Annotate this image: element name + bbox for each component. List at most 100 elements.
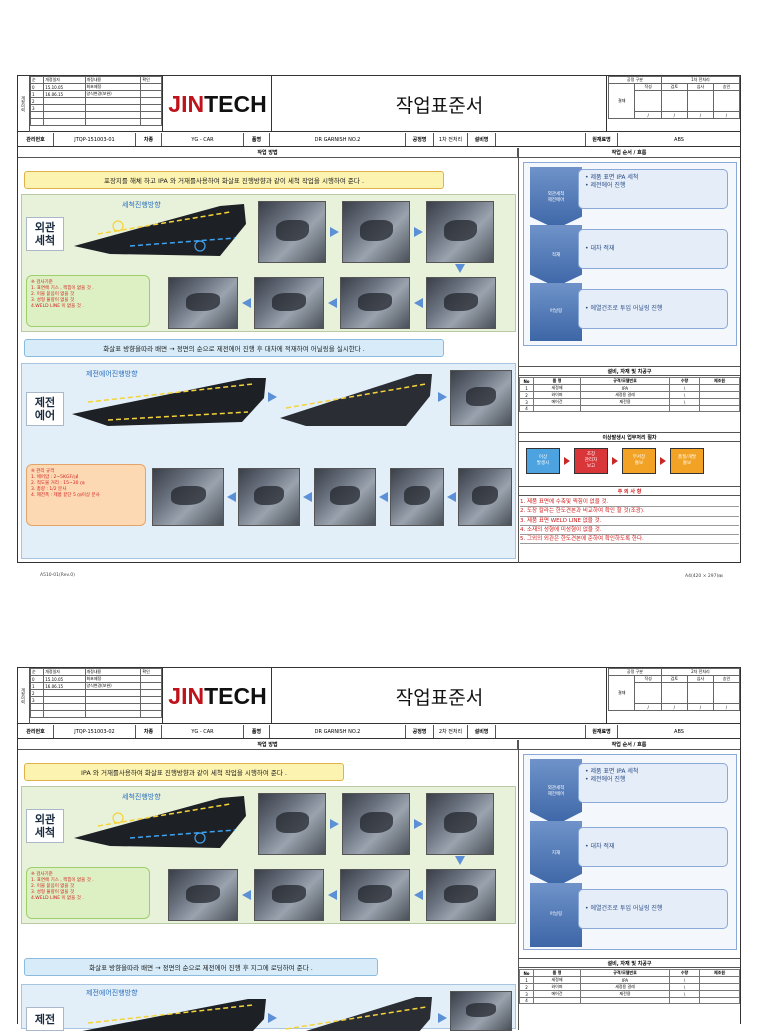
mgmt-value: JTQP-151003-02 xyxy=(54,725,136,738)
rev-cell: 양식변경(보완) xyxy=(84,90,142,98)
item-label: 품명 xyxy=(244,133,270,146)
proc-value: 1차 전처리 xyxy=(434,133,468,146)
arrow-left-icon xyxy=(379,492,388,502)
approval-col: 심사 xyxy=(686,83,714,91)
equip-col: 수량 xyxy=(669,969,700,977)
signature-cell[interactable] xyxy=(712,90,741,112)
proc-label: 공정명 xyxy=(406,725,434,738)
order-header: 작업 순서 / 흐름 xyxy=(518,148,740,158)
static-air-panel: 제전 제전에어진행방향 xyxy=(21,984,516,1031)
material-value: ABS xyxy=(674,728,684,735)
company-logo: JIN TECH xyxy=(164,76,272,132)
flow-desc-2: • 대차 적재 xyxy=(578,229,728,269)
arrow-right-icon xyxy=(612,457,618,465)
step-photo xyxy=(390,468,444,526)
info-row: 관리번호 JTQP-151003-02 차종 YG - CAR 품명 DR GA… xyxy=(18,725,740,739)
arrow-left-icon xyxy=(242,890,251,900)
arrow-right-icon xyxy=(414,819,423,829)
rev-cell xyxy=(84,104,142,112)
wash-direction-label: 세척진행방향 xyxy=(122,792,161,801)
equip-col: 제조원 xyxy=(699,969,740,977)
approval-col: 검토 xyxy=(660,83,688,91)
rev-cell: 2 xyxy=(29,97,45,105)
rev-cell xyxy=(43,104,86,112)
rev-cell xyxy=(29,118,45,126)
rev-cell xyxy=(140,90,162,98)
rev-col: 개정일자 xyxy=(43,668,86,676)
step-photo xyxy=(450,370,512,426)
approval-col: 심사 xyxy=(686,675,714,683)
rev-cell xyxy=(84,118,142,126)
caution-item: 3. 제품 표면 WELD LINE 없을 것. xyxy=(520,517,739,526)
instruction-band-2: 화살표 방향을따라 배면 → 정면의 순으로 제전에어 진행 후 지그에 로딩하… xyxy=(24,958,378,976)
section-label-wash: 외관 세척 xyxy=(26,217,64,251)
arrow-left-icon xyxy=(414,890,423,900)
signature-cell[interactable] xyxy=(660,90,688,112)
wash-direction-diagram: 세척진행방향 xyxy=(74,200,246,256)
abnormal-step-4: 품질/개발 통보 xyxy=(670,448,704,474)
method-header: 작업 방법 xyxy=(18,740,518,750)
signature-cell[interactable] xyxy=(686,682,714,704)
arrow-left-icon xyxy=(328,298,337,308)
approval-col: 작성 xyxy=(634,83,662,91)
rev-cell: 3 xyxy=(29,104,45,112)
approval-col: 승인 xyxy=(712,675,741,683)
flow-desc-1: • 제품 표면 IPA 세척 • 제전에어 진행 xyxy=(578,763,728,803)
arrow-right-icon xyxy=(330,227,339,237)
step-photo xyxy=(314,468,376,526)
document-title: 작업표준서 xyxy=(273,76,607,132)
date-cell: / xyxy=(686,703,714,711)
rev-cell xyxy=(43,703,86,711)
exterior-wash-panel: 외관 세척 세척진행방향 ※ 검사기준 1. 표면에 기스 , 찍힘이 없을 것… xyxy=(21,786,516,924)
rev-col: 개정내용 xyxy=(84,76,142,84)
arrow-right-icon xyxy=(268,1013,277,1023)
date-cell: / xyxy=(634,111,662,119)
rev-cell: 16.06.15 xyxy=(43,682,86,690)
signature-cell[interactable] xyxy=(712,682,741,704)
signature-cell[interactable] xyxy=(634,682,662,704)
signature-cell[interactable] xyxy=(660,682,688,704)
work-flow: 외관세척 제전에어 • 제품 표면 IPA 세척 • 제전에어 진행 지재 • … xyxy=(523,754,737,950)
step-photo xyxy=(168,869,238,921)
signature-cell[interactable] xyxy=(686,90,714,112)
material-value: ABS xyxy=(674,136,684,143)
signature-cell[interactable] xyxy=(634,90,662,112)
arrow-left-icon xyxy=(242,298,251,308)
rev-cell: 최초제정 xyxy=(84,83,142,91)
table-row: 4 xyxy=(519,997,740,1004)
material-label: 원재료명 xyxy=(586,725,618,738)
date-cell: / xyxy=(712,703,741,711)
step-photo xyxy=(168,277,238,329)
air-direction-diagram: 제전에어진행방향 xyxy=(72,369,266,426)
table-row: 4 xyxy=(519,405,740,412)
rev-cell xyxy=(84,97,142,105)
logo-tech: TECH xyxy=(204,682,267,709)
step-photo xyxy=(342,793,410,855)
rev-cell xyxy=(84,696,142,704)
flow-desc-1: • 제품 표면 IPA 세척 • 제전에어 진행 xyxy=(578,169,728,209)
arrow-left-icon xyxy=(303,492,312,502)
rev-col: 순 xyxy=(29,76,45,84)
arrow-left-icon xyxy=(447,492,456,502)
car-label: 차종 xyxy=(136,133,162,146)
item-label: 품명 xyxy=(244,725,270,738)
rev-cell xyxy=(140,682,162,690)
equip-col: 수량 xyxy=(669,377,700,385)
inspection-note: ※ 검사기준 1. 표면에 기스 , 찍힘이 없을 것 . 2. 이물 묻음이 … xyxy=(26,275,150,327)
approval-side: 결재 xyxy=(607,675,636,711)
arrow-left-icon xyxy=(328,890,337,900)
equip-col: No xyxy=(519,969,534,977)
flow-step-3: 어닐링 xyxy=(530,883,582,947)
step-photo xyxy=(254,869,324,921)
arrow-right-icon xyxy=(268,392,277,402)
car-value: YG - CAR xyxy=(162,133,244,146)
air-direction-label: 제전에어진행방향 xyxy=(86,988,138,997)
